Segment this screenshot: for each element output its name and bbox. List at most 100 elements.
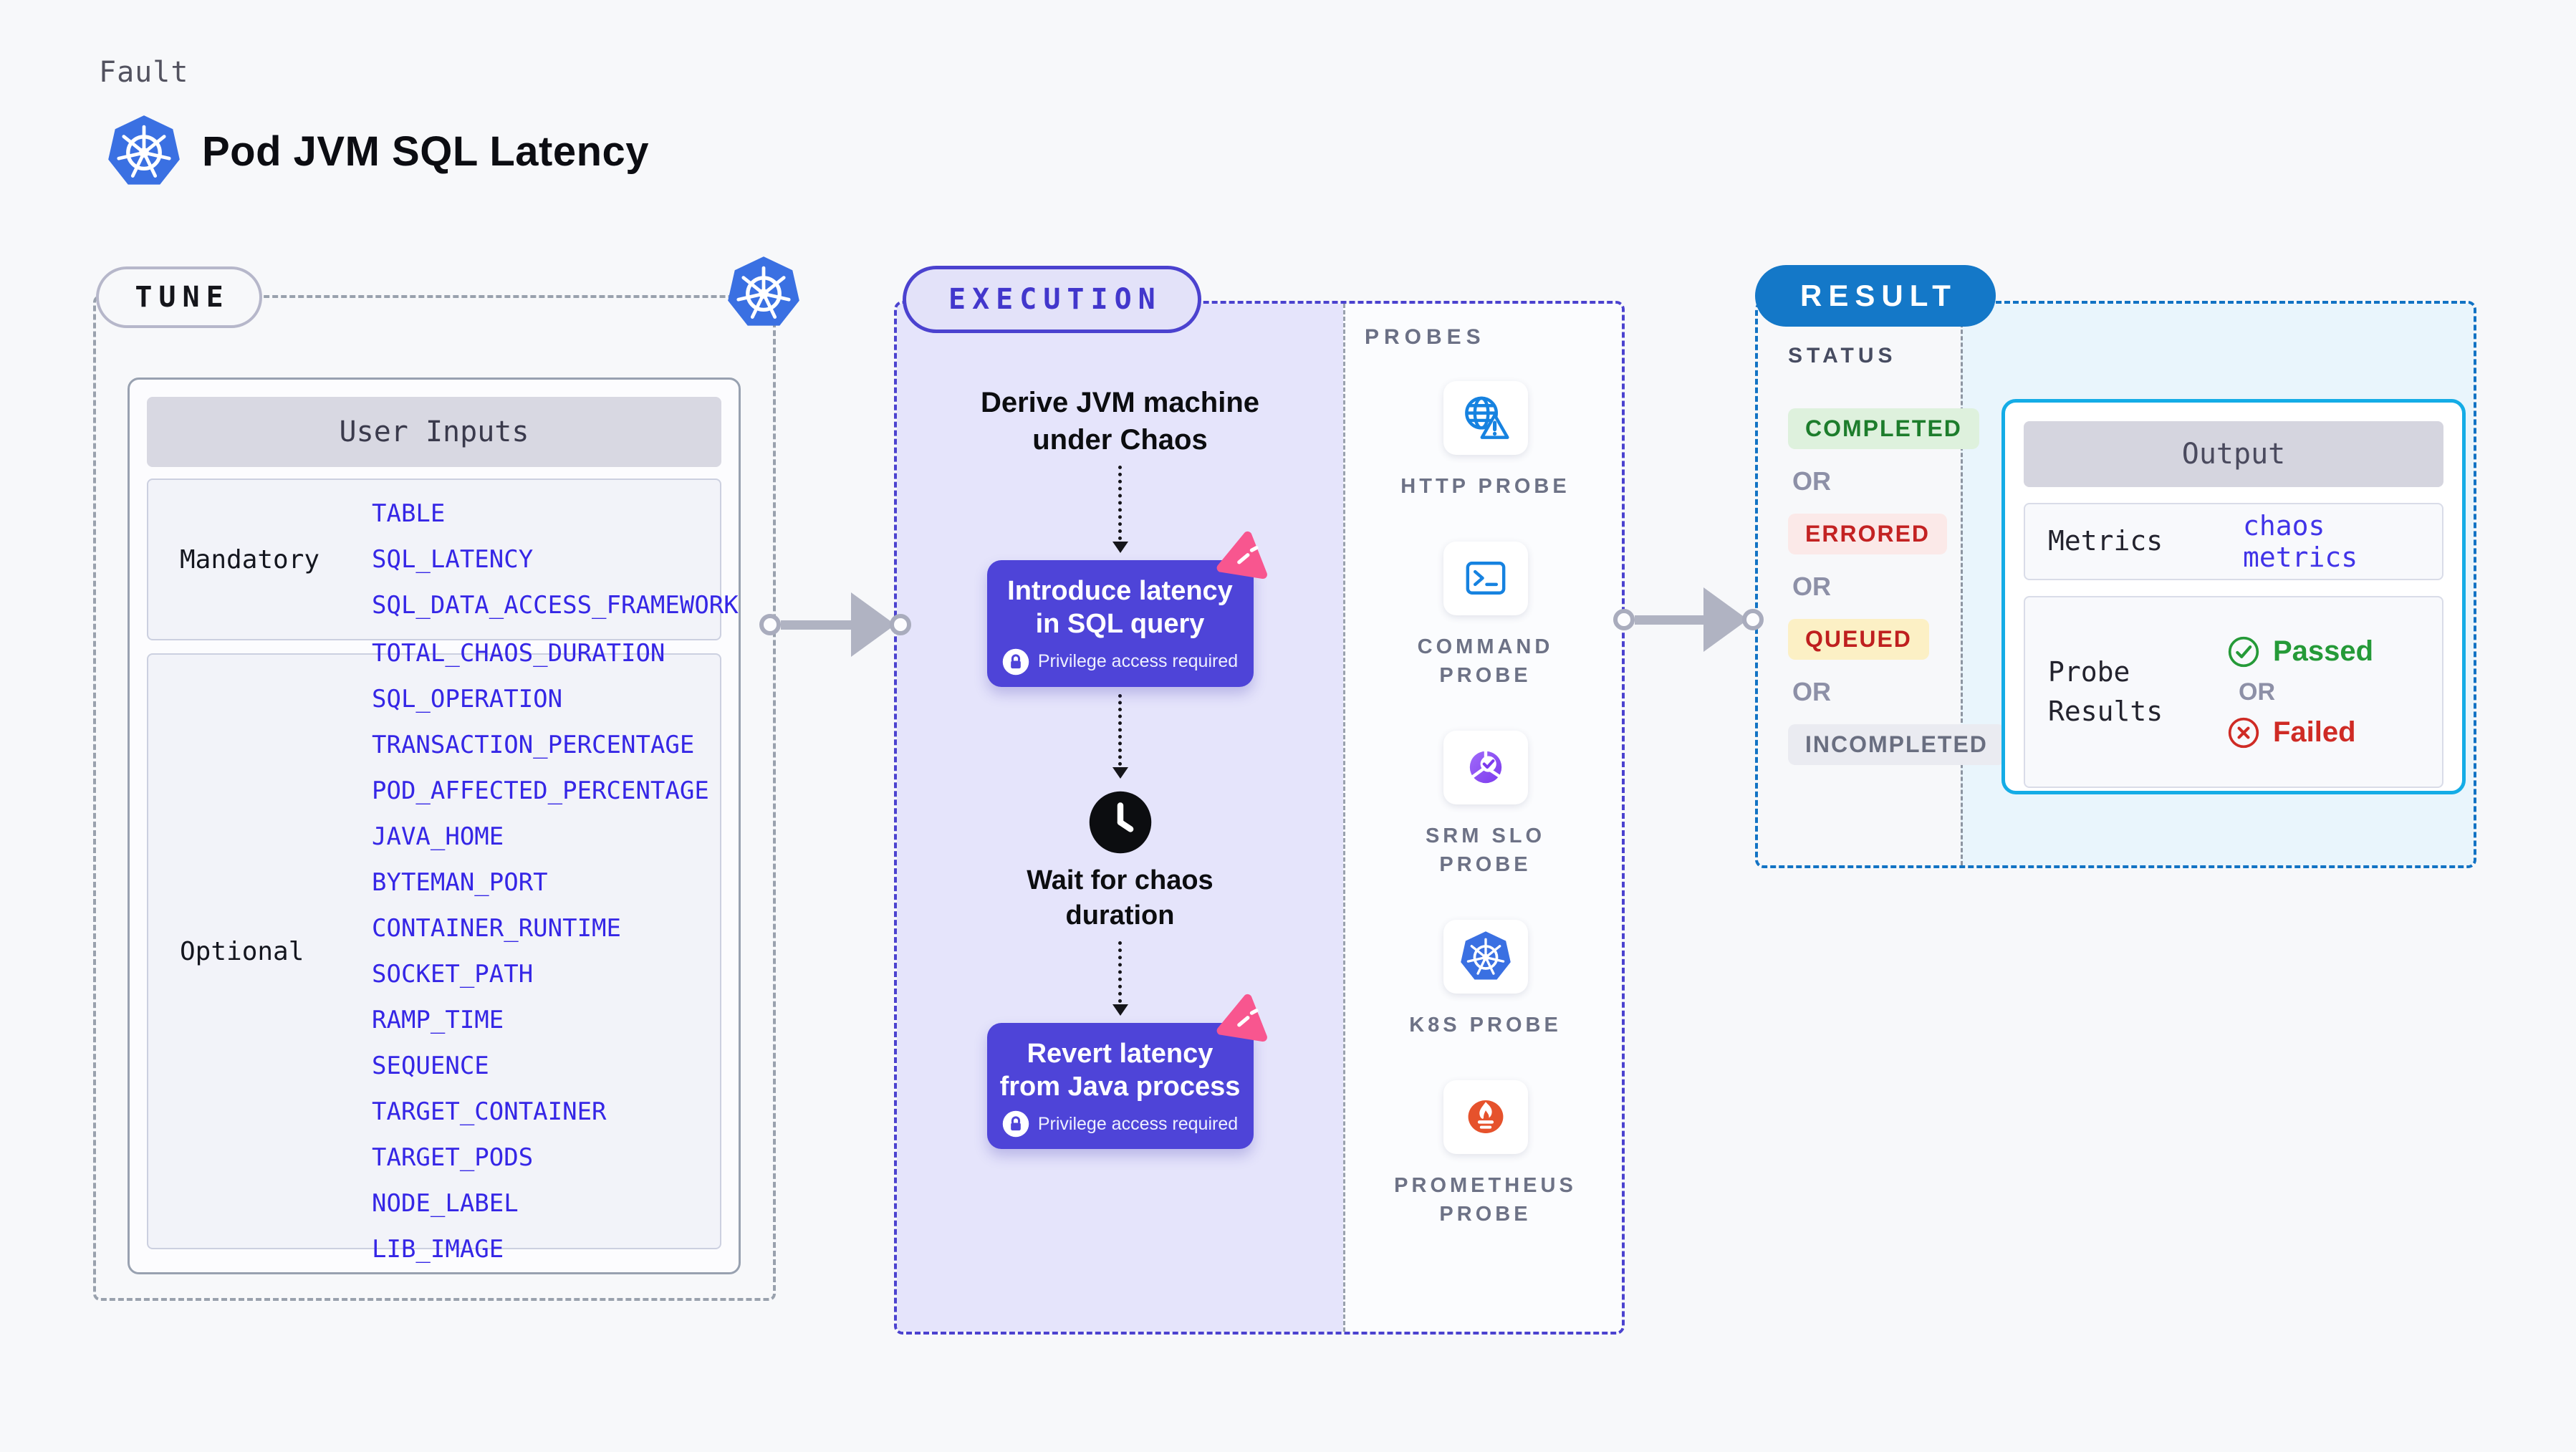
param-value: SQL_OPERATION [372,685,563,713]
probe-label: SRM SLO PROBE [1425,824,1546,877]
param-value: TOTAL_CHAOS_DURATION [372,639,665,668]
mandatory-values: TABLE SQL_LATENCY SQL_DATA_ACCESS_FRAMEW… [372,480,739,639]
probe-results-values: Passed OR Failed [2227,635,2373,749]
probes-list: HTTP PROBE COMMAND PROBE [1343,381,1622,1229]
execution-probes-divider [1343,304,1345,1332]
passed-row: Passed [2227,635,2373,668]
status-title: STATUS [1788,344,1897,367]
param-value: TABLE [372,499,446,528]
probe-label: HTTP PROBE [1400,475,1570,498]
privilege-note-text: Privilege access required [1037,651,1239,672]
execution-badge: EXECUTION [903,266,1201,333]
check-circle-icon [2228,636,2259,667]
param-value: SQL_LATENCY [372,545,534,574]
privilege-note-text: Privilege access required [1037,1113,1239,1134]
privilege-note: Privilege access required [999,1110,1242,1138]
probe-item: SRM SLO PROBE [1378,730,1593,880]
or-separator: OR [2239,678,2275,706]
probe-item: COMMAND PROBE [1378,541,1593,691]
param-value: JAVA_HOME [372,822,504,851]
result-section-box: STATUS COMPLETED OR ERRORED OR QUEUED OR… [1755,301,2476,868]
probe-results-label: Probe Results [2048,655,2163,727]
execution-section-box: Derive JVM machine under Chaos Introduce… [894,301,1625,1335]
connector-ring [1613,609,1635,630]
param-value: SEQUENCE [372,1052,489,1080]
probes-to-result-arrow [1613,587,1764,652]
dotted-line [1118,466,1122,540]
or-separator: OR [1792,677,1831,706]
wait-step-text: Wait for chaos duration [1027,865,1213,931]
passed-text: Passed [2273,635,2374,667]
metrics-label: Metrics [2048,525,2163,557]
status-output-divider [1961,304,1963,865]
metrics-row: Metrics chaos metrics [2024,503,2443,580]
mandatory-label: Mandatory [180,544,320,574]
param-value: TARGET_PODS [372,1143,534,1172]
optional-label: Optional [180,936,304,966]
tune-section-box [93,295,776,1301]
dotted-line [1118,941,1122,1003]
probes-panel-background [1343,304,1622,1332]
user-inputs-card: User Inputs Mandatory TABLE SQL_LATENCY … [128,378,741,1274]
param-value: CONTAINER_RUNTIME [372,914,621,943]
or-separator: OR [1792,466,1831,496]
param-value: SOCKET_PATH [372,960,534,989]
dotted-connector [1112,693,1128,779]
lock-icon [1002,648,1029,675]
probe-label: K8S PROBE [1409,1013,1562,1037]
chaos-experiment-icon [1213,527,1274,587]
lock-icon [1002,1110,1029,1138]
output-card: Output Metrics chaos metrics Probe Resul… [2001,399,2466,794]
chaos-metrics-link[interactable]: chaos metrics [2243,510,2358,573]
x-circle-icon [2228,717,2259,748]
action-step-title: Revert latency from Java process [999,1038,1241,1102]
output-header: Output [2024,421,2443,487]
param-value: LIB_IMAGE [372,1235,504,1264]
action-step-title: Introduce latency in SQL query [1007,576,1233,640]
http-probe-icon [1443,381,1528,455]
page-header: Pod JVM SQL Latency [106,113,649,189]
status-badge-incompleted: INCOMPLETED [1788,724,2005,765]
optional-row: Optional TOTAL_CHAOS_DURATION SQL_OPERAT… [147,639,721,1264]
arrowhead-icon [1112,542,1128,553]
kubernetes-icon [726,254,802,330]
arrowhead-icon [1112,766,1128,779]
execution-flow: Derive JVM machine under Chaos Introduce… [897,304,1343,1332]
or-separator: OR [1792,572,1831,601]
failed-row: Failed [2227,716,2373,749]
connector-ring [1742,609,1764,630]
derive-step-text: Derive JVM machine under Chaos [980,387,1260,456]
status-column: STATUS COMPLETED OR ERRORED OR QUEUED OR… [1758,304,2005,765]
dotted-line [1118,693,1122,766]
param-value: RAMP_TIME [372,1006,504,1034]
srm-slo-probe-icon [1443,730,1528,804]
param-value: TRANSACTION_PERCENTAGE [372,731,695,759]
dotted-connector [1112,466,1128,553]
arrowhead-icon [851,592,895,657]
status-list: COMPLETED OR ERRORED OR QUEUED OR INCOMP… [1788,408,2005,765]
probe-label: COMMAND PROBE [1417,635,1554,688]
mandatory-row: Mandatory TABLE SQL_LATENCY SQL_DATA_ACC… [147,479,739,640]
tune-to-execution-arrow [759,592,911,657]
arrowhead-icon [1703,587,1748,652]
status-badge-errored: ERRORED [1788,514,1948,554]
arrowhead-icon [1112,1004,1128,1016]
dotted-connector [1112,941,1128,1016]
prometheus-probe-icon [1443,1080,1528,1154]
failed-text: Failed [2273,716,2356,748]
k8s-probe-icon [1443,919,1528,994]
connector-ring [890,614,911,635]
param-value: BYTEMAN_PORT [372,868,548,897]
kubernetes-icon [106,113,182,189]
probe-item: HTTP PROBE [1378,381,1593,501]
command-probe-icon [1443,541,1528,615]
user-inputs-header: User Inputs [147,397,721,467]
param-value: SQL_DATA_ACCESS_FRAMEWORK [372,591,739,620]
probe-item: K8S PROBE [1378,919,1593,1040]
page-title: Pod JVM SQL Latency [202,128,650,175]
probes-title: PROBES [1365,325,1486,349]
connector-line [781,620,854,630]
param-value: NODE_LABEL [372,1189,519,1218]
param-value: POD_AFFECTED_PERCENTAGE [372,777,709,805]
